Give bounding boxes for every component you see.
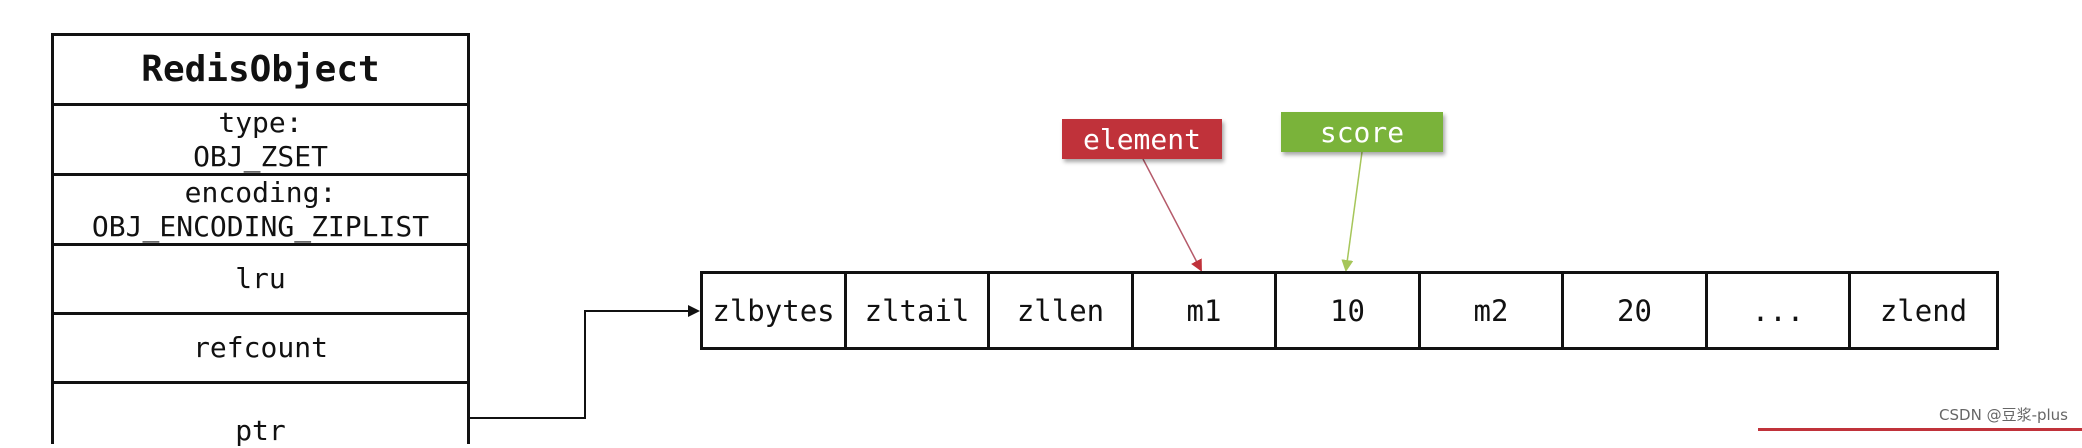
redis-object-title: RedisObject bbox=[54, 36, 467, 106]
ziplist-cell-score-2: 20 bbox=[1564, 274, 1708, 347]
ziplist-cell-zlend: zlend bbox=[1879, 293, 1968, 328]
encoding-field: encoding: OBJ_ENCODING_ZIPLIST bbox=[54, 176, 467, 246]
type-field: type: OBJ_ZSET bbox=[54, 106, 467, 176]
ziplist-cell-zllen: zllen bbox=[990, 274, 1134, 347]
score-arrow bbox=[1341, 151, 1363, 272]
connector-lines bbox=[470, 151, 1363, 419]
ziplist-cell-zltail: zltail bbox=[847, 274, 990, 347]
ptr-field: ptr bbox=[235, 414, 286, 447]
type-value: OBJ_ZSET bbox=[193, 139, 328, 173]
watermark: CSDN @豆浆-plus bbox=[1939, 406, 2068, 424]
redis-object-box: RedisObject type: OBJ_ZSET encoding: OBJ… bbox=[51, 33, 470, 447]
ziplist-cell-score-1: 10 bbox=[1277, 274, 1421, 347]
element-arrow bbox=[1142, 158, 1202, 272]
lru-field: lru bbox=[54, 246, 467, 315]
red-bar-decoration bbox=[1758, 428, 2082, 431]
encoding-label: encoding: bbox=[184, 175, 337, 209]
ziplist-cell-m2: m2 bbox=[1421, 274, 1564, 347]
ziplist-cell-zlbytes: zlbytes bbox=[703, 274, 847, 347]
element-label: element bbox=[1062, 119, 1222, 159]
score-label: score bbox=[1281, 112, 1443, 152]
ziplist-cell-m1: m1 bbox=[1134, 274, 1277, 347]
refcount-field: refcount bbox=[54, 315, 467, 384]
ptr-arrow bbox=[470, 305, 700, 419]
ziplist: zlbytes zltail zllen m1 10 m2 20 ... zle… bbox=[700, 271, 1999, 350]
ziplist-cell-ellipsis: ... bbox=[1708, 274, 1851, 347]
type-label: type: bbox=[218, 105, 303, 139]
encoding-value: OBJ_ENCODING_ZIPLIST bbox=[91, 209, 430, 243]
